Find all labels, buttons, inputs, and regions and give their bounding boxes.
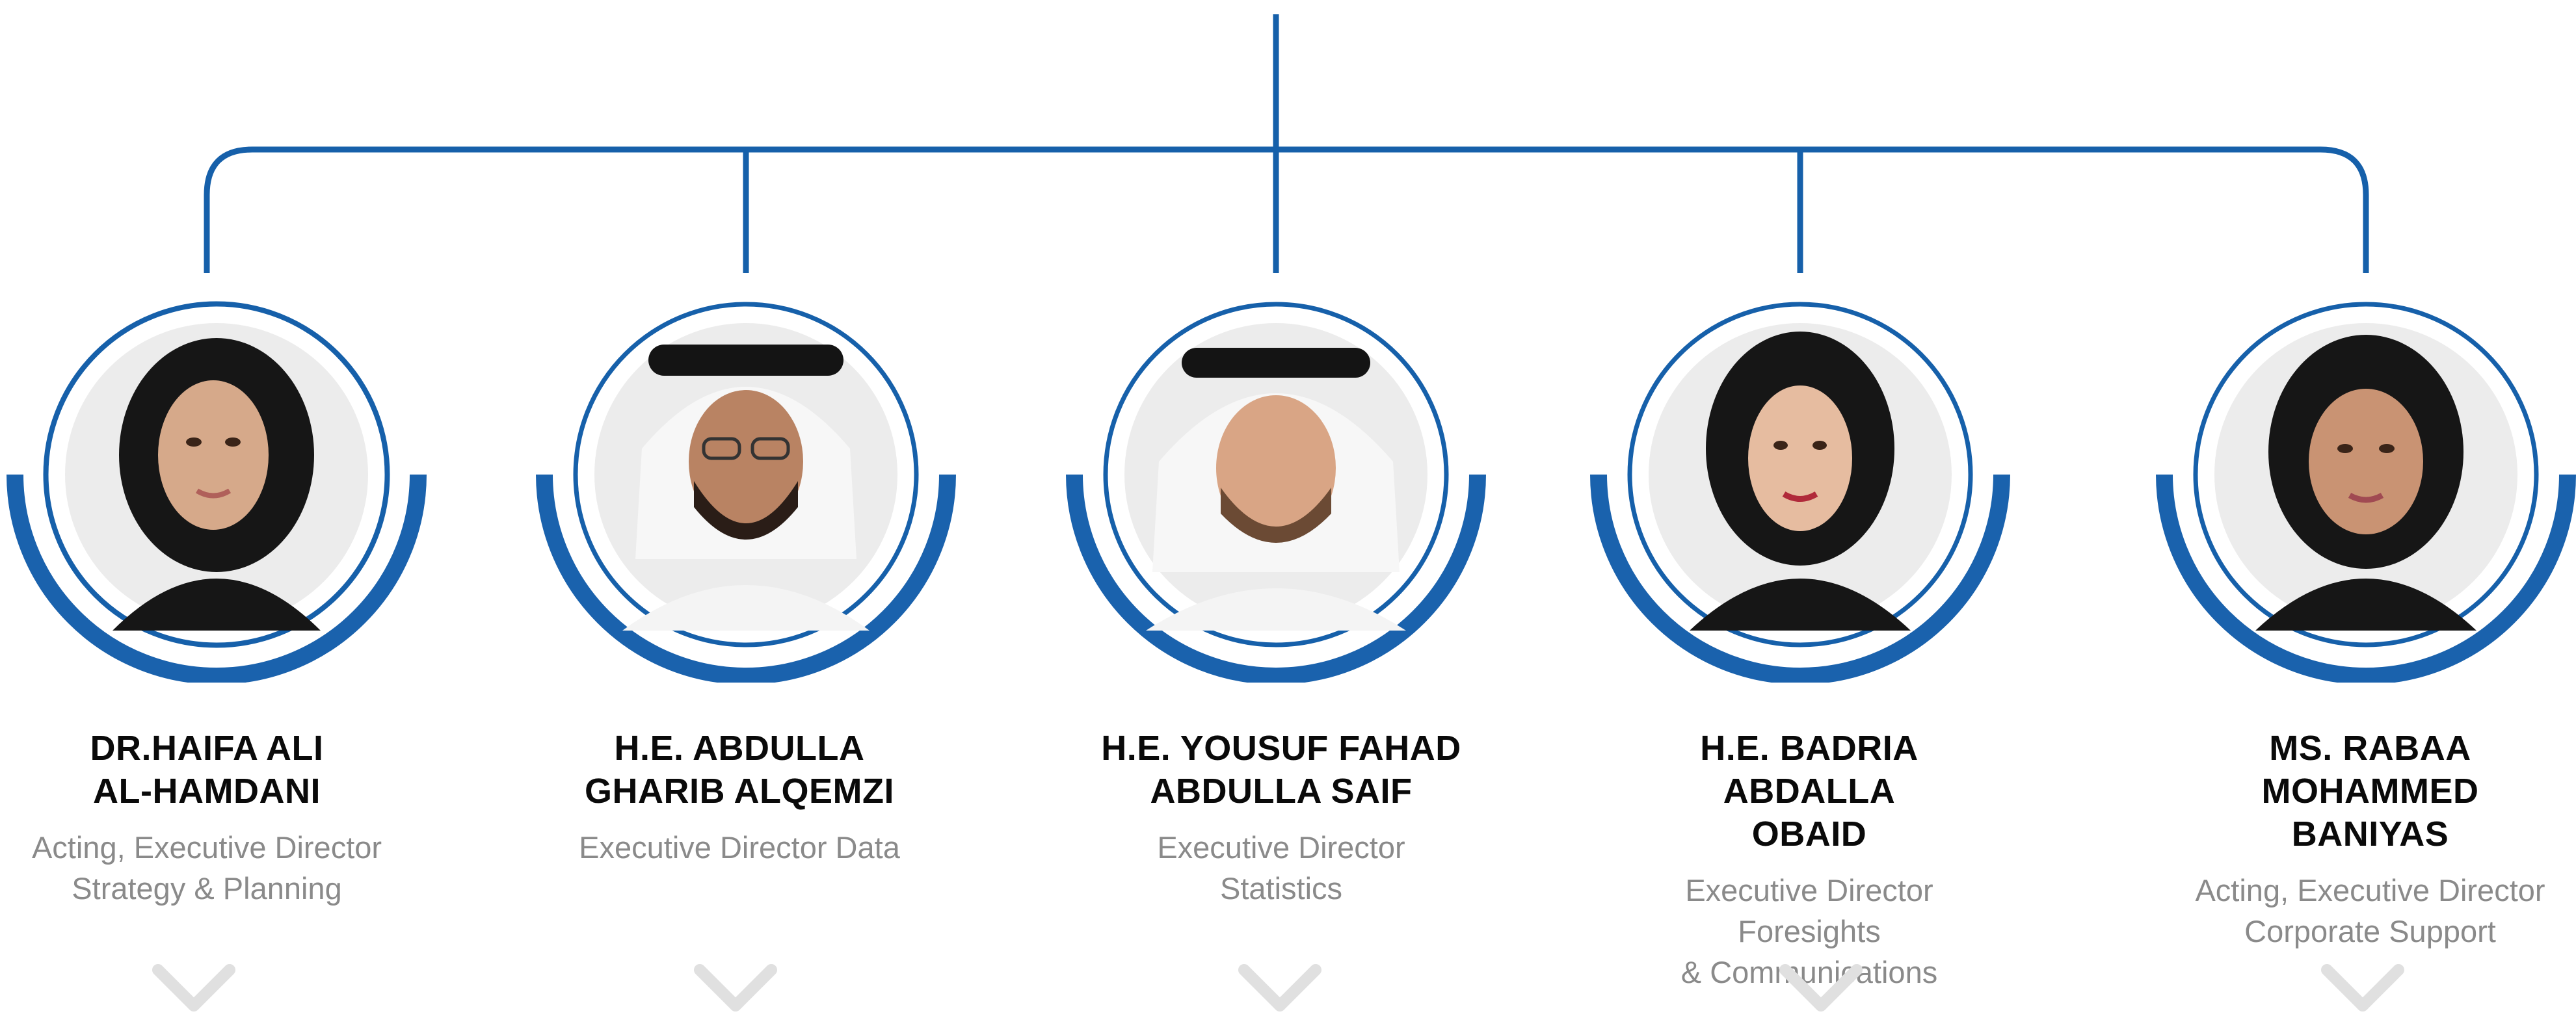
leader-card-3: H.E. YOUSUF FAHAD ABDULLA SAIF Executive… — [1099, 727, 1463, 909]
chevron-down-icon[interactable] — [2320, 963, 2405, 1015]
leader-name-line-1: DR.HAIFA ALI — [90, 729, 324, 768]
leader-name-line-2: GHARIB ALQEMZI — [585, 772, 894, 811]
leader-portrait-ring-2 — [536, 302, 956, 683]
leader-title-line-2: Strategy & Planning — [72, 871, 342, 906]
leader-name-line-1: H.E. ABDULLA — [614, 729, 865, 768]
leader-portrait-ring-4 — [1590, 302, 2010, 683]
leader-name-line-1: H.E. BADRIA ABDALLA — [1700, 729, 1919, 811]
leader-name-line-2: ABDULLA SAIF — [1150, 772, 1413, 811]
leader-title-line-1: Acting, Executive Director — [2195, 873, 2545, 907]
portrait-photo-2 — [622, 345, 870, 631]
leader-title: Executive Director Foresights & Communic… — [1627, 870, 1991, 993]
leader-name-line-2: BANIYAS — [2291, 815, 2449, 854]
leader-card-2: H.E. ABDULLA GHARIB ALQEMZI Executive Di… — [557, 727, 922, 868]
leader-card-5: MS. RABAA MOHAMMED BANIYAS Acting, Execu… — [2164, 727, 2576, 952]
leader-name-line-1: H.E. YOUSUF FAHAD — [1101, 729, 1461, 768]
leader-title-line-1: Executive Director Data — [579, 830, 900, 865]
leader-name: H.E. BADRIA ABDALLA OBAID — [1627, 727, 1991, 855]
portrait-photo-3 — [1146, 348, 1406, 631]
leader-title-line-1: Acting, Executive Director — [31, 830, 382, 865]
leader-title-line-1: Executive Director Foresights — [1685, 873, 1933, 948]
leader-name: MS. RABAA MOHAMMED BANIYAS — [2164, 727, 2576, 855]
portrait-photo-5 — [2255, 335, 2476, 631]
leader-portrait-ring-3 — [1066, 302, 1486, 683]
leader-title: Executive Director Data — [557, 827, 922, 868]
leader-name: H.E. YOUSUF FAHAD ABDULLA SAIF — [1099, 727, 1463, 813]
leader-name-line-2: OBAID — [1751, 815, 1867, 854]
leader-name: DR.HAIFA ALI AL-HAMDANI — [25, 727, 389, 813]
portrait-photo-1 — [113, 338, 321, 631]
leader-card-4: H.E. BADRIA ABDALLA OBAID Executive Dire… — [1627, 727, 1991, 993]
leader-portrait-ring-5 — [2156, 302, 2576, 683]
leader-card-1: DR.HAIFA ALI AL-HAMDANI Acting, Executiv… — [25, 727, 389, 909]
chevron-down-icon[interactable] — [1779, 963, 1863, 1015]
portrait-photo-4 — [1690, 332, 1911, 631]
leader-name: H.E. ABDULLA GHARIB ALQEMZI — [557, 727, 922, 813]
leader-title: Acting, Executive Director Corporate Sup… — [2164, 870, 2576, 952]
connector-horizontal-bar — [204, 146, 2369, 273]
leader-title: Executive Director Statistics — [1099, 827, 1463, 909]
leader-title-line-2: & Communications — [1680, 955, 1938, 989]
leader-name-line-2: AL-HAMDANI — [93, 772, 321, 811]
leader-name-line-1: MS. RABAA MOHAMMED — [2261, 729, 2479, 811]
leader-title-line-2: Corporate Support — [2244, 914, 2496, 948]
chevron-down-icon[interactable] — [693, 963, 778, 1015]
leader-portrait-ring-1 — [7, 301, 427, 683]
leader-title-line-1: Executive Director Statistics — [1157, 830, 1405, 906]
chevron-down-icon[interactable] — [1238, 963, 1322, 1015]
leader-title: Acting, Executive Director Strategy & Pl… — [25, 827, 389, 909]
chevron-down-icon[interactable] — [152, 963, 236, 1015]
